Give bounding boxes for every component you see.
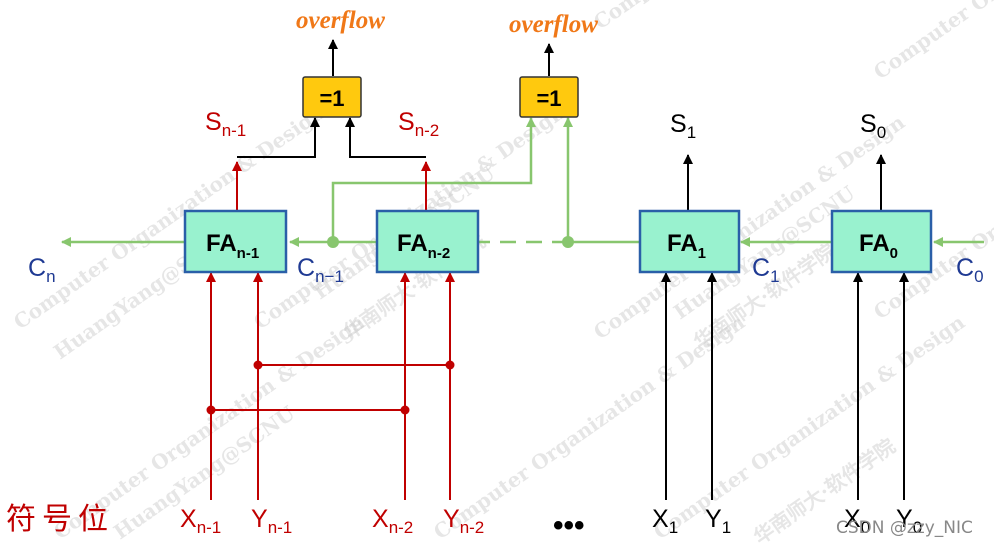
ellipsis: ••• bbox=[553, 509, 585, 542]
full-adder-box bbox=[638, 209, 741, 274]
input-label-x0: X0 bbox=[844, 505, 870, 537]
xor-gate-label: =1 bbox=[319, 86, 344, 111]
full-adder-n-2: FAn-2 bbox=[375, 209, 480, 274]
full-adder-label: FA0 bbox=[859, 230, 898, 262]
credit-text: CSDN @zzy_NIC bbox=[836, 518, 973, 538]
full-adder-label: FA1 bbox=[667, 230, 706, 262]
carry-label-c0: C0 bbox=[956, 254, 984, 286]
watermark: Computer Organization & Design HuangYang… bbox=[9, 0, 994, 547]
sum-label-s0: S0 bbox=[860, 110, 886, 142]
full-adder-label: FAn-1 bbox=[206, 230, 259, 262]
watermark-text: Computer Organization & Design bbox=[869, 0, 994, 84]
carry-label-c1: C1 bbox=[752, 254, 780, 286]
black-wires bbox=[237, 39, 909, 500]
junction-dot bbox=[562, 236, 574, 248]
full-adder-n-1: FAn-1 bbox=[183, 209, 288, 274]
input-label-y0: Y0 bbox=[896, 505, 922, 537]
full-adder-1: FA1 bbox=[638, 209, 741, 274]
carry-chain bbox=[61, 117, 984, 248]
input-label-xn-1: Xn-1 bbox=[180, 505, 221, 537]
watermark-text: Computer Organization & Design bbox=[589, 0, 909, 34]
overflow-label: overflow bbox=[296, 7, 385, 34]
xor-gate-box bbox=[519, 76, 579, 118]
carry-label-cn: Cn bbox=[28, 254, 56, 286]
junction-dot bbox=[327, 236, 339, 248]
input-label-yn-1: Yn-1 bbox=[251, 505, 292, 537]
sum-label-s1: S1 bbox=[670, 110, 696, 142]
xor-gate-2: =1 bbox=[519, 76, 579, 118]
input-label-y1: Y1 bbox=[705, 505, 731, 537]
junction-dot bbox=[253, 360, 263, 370]
full-adder-label: FAn-2 bbox=[397, 230, 450, 262]
sum-label-sn-2: Sn-2 bbox=[398, 108, 439, 140]
xor-gate-box bbox=[302, 76, 362, 118]
xor-gate-label: =1 bbox=[536, 86, 561, 111]
overflow-label: overflow bbox=[509, 11, 598, 38]
input-label-yn-2: Yn-2 bbox=[443, 505, 484, 537]
input-label-x1: X1 bbox=[652, 505, 678, 537]
full-adder-box bbox=[183, 209, 288, 274]
sign-bit-label: 符号位 bbox=[6, 502, 114, 537]
junction-dot bbox=[445, 360, 455, 370]
sum-label-sn-1: Sn-1 bbox=[205, 108, 246, 140]
xor-gate-1: =1 bbox=[302, 76, 362, 118]
full-adder-0: FA0 bbox=[830, 209, 933, 274]
overflow-tap-cn-1-wire bbox=[331, 117, 536, 242]
full-adder-box bbox=[375, 209, 480, 274]
sn-2-to-xor-wire bbox=[345, 117, 426, 158]
carry-label-cn-1: Cn−1 bbox=[297, 254, 344, 286]
junction-dot bbox=[206, 405, 216, 415]
full-adder-box bbox=[830, 209, 933, 274]
junction-dot bbox=[400, 405, 410, 415]
sign-bit-inputs bbox=[206, 161, 455, 500]
input-label-xn-2: Xn-2 bbox=[372, 505, 413, 537]
sn-1-to-xor-wire bbox=[237, 117, 320, 158]
